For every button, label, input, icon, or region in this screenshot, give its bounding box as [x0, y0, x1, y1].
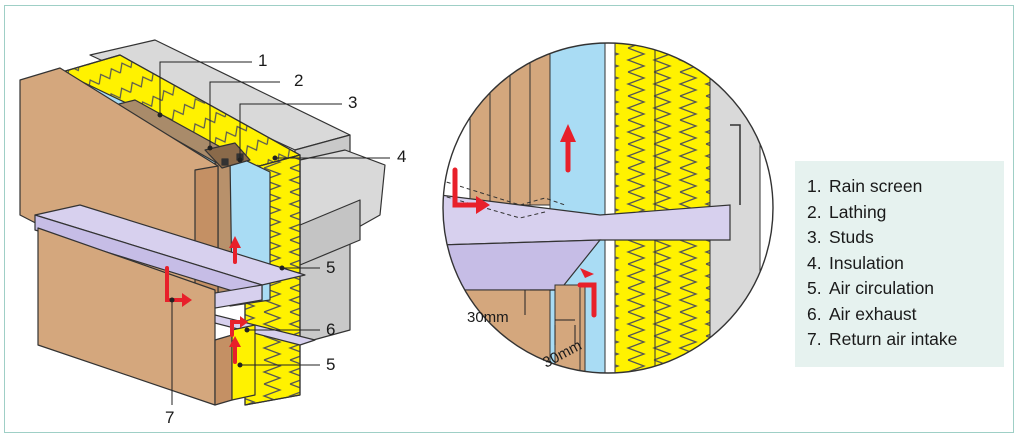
legend-number: 4. [807, 252, 822, 273]
legend-label: Insulation [829, 252, 904, 273]
legend-item: 6. Air exhaust [807, 302, 1004, 328]
legend-item: 7. Return air intake [807, 327, 1004, 353]
legend-label: Air exhaust [829, 303, 917, 324]
legend-list: 1. Rain screen 2. Lathing 3. Studs 4. Insula… [807, 174, 1004, 353]
air-flow-arrows-detail [452, 137, 597, 318]
dimension-lines [524, 289, 576, 345]
detail-cladding-lower [443, 289, 551, 373]
legend-item: 3. Studs [807, 225, 1004, 251]
callout-7: 7 [165, 408, 174, 427]
detail-flashing [443, 194, 731, 246]
detail-outline [442, 42, 774, 374]
callout-leaders [159, 61, 390, 405]
legend-item: 2. Lathing [807, 200, 1004, 226]
callout-4: 4 [397, 147, 406, 166]
detail-arrow-heads [476, 124, 594, 278]
legend-number: 5. [807, 278, 822, 298]
callout-6: 6 [326, 320, 335, 339]
legend-number: 3. [807, 227, 822, 247]
legend-number: 7. [807, 329, 822, 349]
legend: 1. Rain screen 2. Lathing 3. Studs 4. Insula… [795, 161, 1004, 367]
legend-label: Air circulation [829, 278, 935, 298]
callout-1: 1 [258, 51, 267, 70]
legend-item: 5. Air circulation [807, 276, 1004, 302]
legend-number: 6. [807, 303, 822, 324]
detail-magnifier [443, 43, 773, 373]
callout-5-upper: 5 [326, 258, 335, 277]
callout-dots [157, 112, 285, 368]
legend-item: 1. Rain screen [807, 174, 1004, 200]
callout-3: 3 [348, 93, 357, 112]
dimension-30mm-horizontal: 30mm [467, 309, 509, 326]
legend-label: Return air intake [829, 329, 958, 349]
legend-label: Lathing [829, 201, 887, 222]
legend-label: Rain screen [829, 176, 923, 196]
legend-label: Studs [829, 227, 874, 247]
legend-number: 2. [807, 201, 822, 222]
callout-5-lower: 5 [326, 355, 335, 374]
wall-section-3d [19, 39, 386, 406]
legend-item: 4. Insulation [807, 251, 1004, 277]
legend-number: 1. [807, 176, 822, 196]
air-flow-arrows-left [165, 244, 242, 364]
air-arrow-heads [182, 236, 248, 347]
callout-2: 2 [294, 71, 303, 90]
